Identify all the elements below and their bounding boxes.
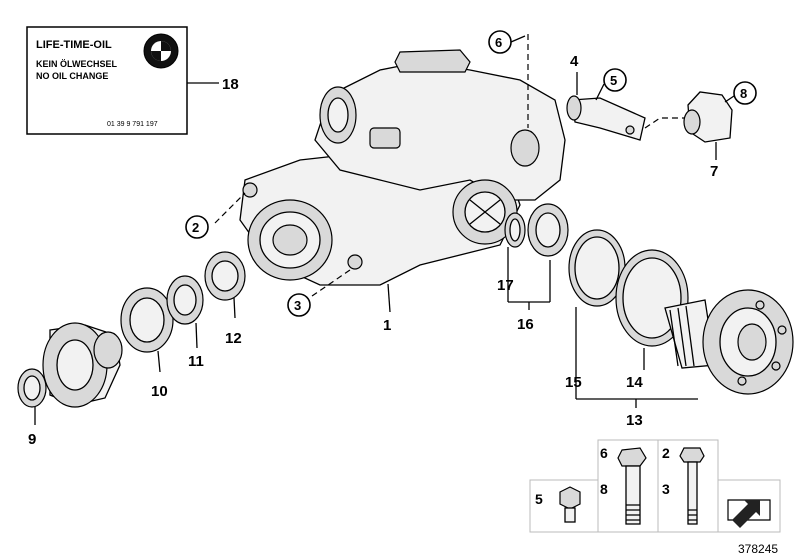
diagram-id: 378245 [738,542,778,556]
ring-15 [568,229,626,307]
seal-ring-10: 10 [120,287,174,400]
callout-11: 11 [188,353,204,370]
hardware-nut-label: 5 [535,491,543,507]
flange-bolt-icon [617,447,647,525]
oil-label-line1: KEIN ÖLWECHSEL [36,59,118,69]
bmw-logo-icon [143,33,179,69]
callout-12: 12 [225,330,242,347]
output-flange-right [664,289,794,395]
rear-axle-differential: 1 [239,49,566,334]
hardware-bolt-a-bottom-label: 8 [600,481,608,497]
oil-label-title: LIFE-TIME-OIL [36,39,112,51]
callout-14: 14 [626,374,643,391]
hardware-bolt-a-top-label: 6 [600,445,608,461]
callout-16: 16 [517,316,534,333]
hardware-bolt-b-top-label: 2 [662,445,670,461]
callout-15: 15 [565,374,582,391]
life-time-oil-label: LIFE-TIME-OIL KEIN ÖLWECHSEL NO OIL CHAN… [26,26,239,135]
oil-label-part-number: 01 39 9 791 197 [107,121,158,128]
output-flange-left [42,322,123,408]
callout-9: 9 [28,431,36,448]
hardware-bolt-b-bottom-label: 3 [662,481,670,497]
ring-11: 11 [166,275,204,370]
shaft-seal-17 [504,212,526,248]
hardware-panel: 5 6 8 2 3 [529,439,781,533]
callout-4: 4 [570,53,579,70]
hex-nut-icon [559,486,581,523]
rubber-mount: 8 7 [683,81,757,180]
long-bolt-icon [679,447,705,525]
callout-1: 1 [383,317,391,334]
callout-5: 5 [610,73,617,88]
callout-17: 17 [497,277,514,294]
callout-8: 8 [740,86,747,101]
direction-arrow-icon [727,499,771,528]
callout-6: 6 [495,35,502,50]
rubber-mount-bracket: 4 5 [566,53,685,141]
shaft-seal-9: 9 [17,368,47,448]
callout-2: 2 [192,220,199,235]
callout-18: 18 [222,76,239,93]
callout-13: 13 [626,412,643,429]
callout-3: 3 [294,298,301,313]
callout-10: 10 [151,383,168,400]
shaft-seal-16 [527,203,569,257]
ring-12: 12 [204,251,246,347]
oil-label-line2: NO OIL CHANGE [36,71,108,81]
callout-7: 7 [710,163,718,180]
